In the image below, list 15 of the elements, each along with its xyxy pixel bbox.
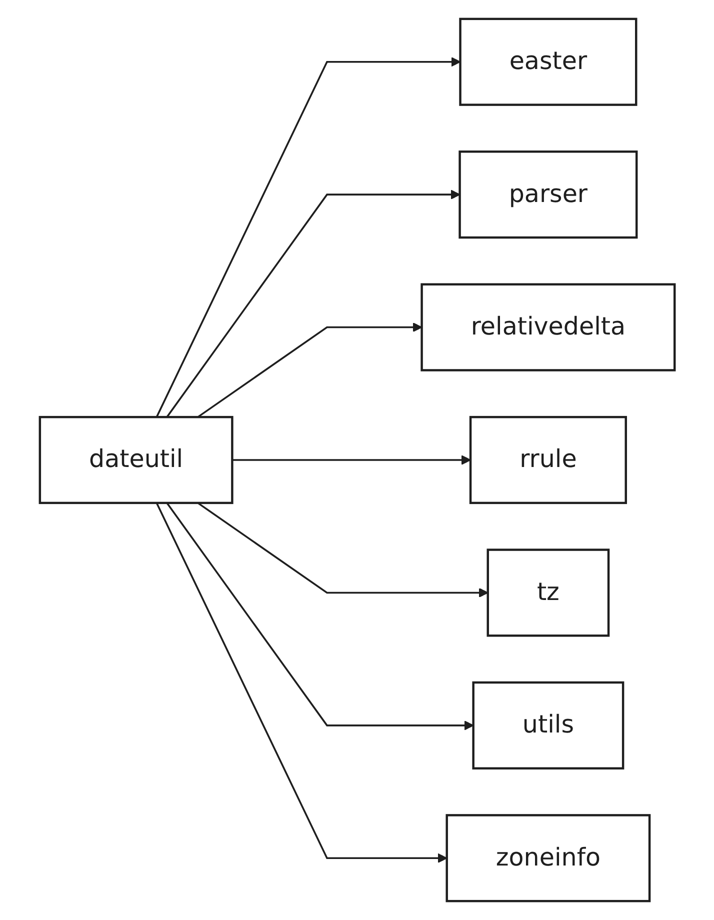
node-box: relativedelta [420,283,676,372]
node-box: zoneinfo [445,814,650,902]
arrow [156,56,460,418]
node-box: dateutil [38,416,234,504]
node-box: parser [458,150,638,239]
arrow [197,322,422,418]
arrow [166,502,474,730]
arrow [166,190,460,418]
node-box: tz [486,548,610,637]
arrow [232,455,471,465]
arrow [197,502,488,598]
node-box: rrule [469,416,627,504]
node-box: utils [472,681,624,770]
arrow [156,502,448,864]
node-box: easter [458,18,637,106]
